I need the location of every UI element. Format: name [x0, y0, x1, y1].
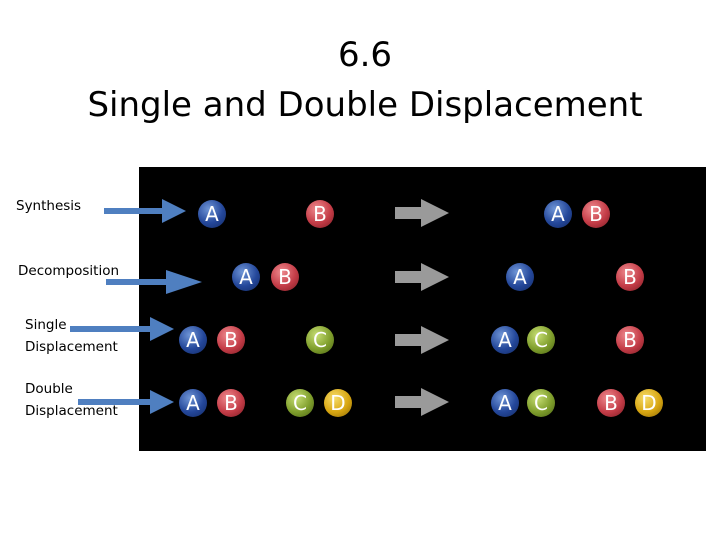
atom-letter: C — [534, 391, 548, 415]
atom-letter: A — [551, 202, 565, 226]
reaction-arrow-1 — [395, 199, 449, 227]
label-synthesis: Synthesis — [16, 198, 82, 214]
pointer-arrow-decomposition — [106, 270, 202, 294]
atom-a-synthesis-products — [544, 200, 572, 228]
title-line-1: 6.6 — [337, 35, 393, 75]
atom-letter: A — [239, 265, 253, 289]
title-line-2: Single and Double Displacement — [87, 85, 643, 125]
atom-d-double-displacement-reactants — [324, 389, 352, 417]
atom-letter: B — [278, 265, 292, 289]
pointer-arrow-double — [78, 390, 174, 414]
atom-b-synthesis-reactants — [306, 200, 334, 228]
atom-a-double-displacement-reactants — [179, 389, 207, 417]
atom-letter: B — [224, 391, 238, 415]
atom-letter: A — [513, 265, 527, 289]
label-double-line-2: Displacement — [25, 403, 118, 419]
atom-letter: B — [589, 202, 603, 226]
pointer-arrow-synthesis — [104, 199, 186, 223]
atom-letter: A — [498, 328, 512, 352]
atom-a-synthesis-reactants — [198, 200, 226, 228]
atom-a-single-displacement-reactants — [179, 326, 207, 354]
atom-letter: C — [293, 391, 307, 415]
atom-letter: B — [623, 328, 637, 352]
atom-b-single-displacement-reactants — [217, 326, 245, 354]
atom-b-synthesis-products — [582, 200, 610, 228]
atom-b-double-displacement-reactants — [217, 389, 245, 417]
atom-letter: D — [641, 391, 657, 415]
atom-letter: C — [313, 328, 327, 352]
label-decomposition: Decomposition — [18, 263, 120, 279]
atom-letter: A — [186, 328, 200, 352]
atom-letter: A — [498, 391, 512, 415]
atom-b-single-displacement-products — [616, 326, 644, 354]
atom-a-decomposition-products — [506, 263, 534, 291]
atom-letter: B — [313, 202, 327, 226]
label-double-line-1: Double — [25, 381, 73, 397]
label-single-line-2: Displacement — [25, 339, 118, 355]
pointer-arrow-single — [70, 317, 174, 341]
atom-d-double-displacement-products — [635, 389, 663, 417]
atom-letter: A — [205, 202, 219, 226]
atom-letter: B — [224, 328, 238, 352]
label-single-line-1: Single — [25, 317, 67, 333]
atom-letter: A — [186, 391, 200, 415]
atom-letter: B — [623, 265, 637, 289]
reaction-arrow-2 — [395, 263, 449, 291]
atom-a-single-displacement-products — [491, 326, 519, 354]
atom-a-decomposition-reactants — [232, 263, 260, 291]
atom-a-double-displacement-products — [491, 389, 519, 417]
page-title: 6.6 Single and Double Displacement — [0, 30, 720, 130]
atom-b-decomposition-products — [616, 263, 644, 291]
atom-c-double-displacement-reactants — [286, 389, 314, 417]
reaction-arrow-4 — [395, 388, 449, 416]
atom-letter: B — [604, 391, 618, 415]
atom-c-double-displacement-products — [527, 389, 555, 417]
atom-b-decomposition-reactants — [271, 263, 299, 291]
atom-letter: D — [330, 391, 346, 415]
atom-c-single-displacement-products — [527, 326, 555, 354]
atom-letter: C — [534, 328, 548, 352]
atom-c-single-displacement-reactants — [306, 326, 334, 354]
atom-b-double-displacement-products — [597, 389, 625, 417]
reaction-arrow-3 — [395, 326, 449, 354]
